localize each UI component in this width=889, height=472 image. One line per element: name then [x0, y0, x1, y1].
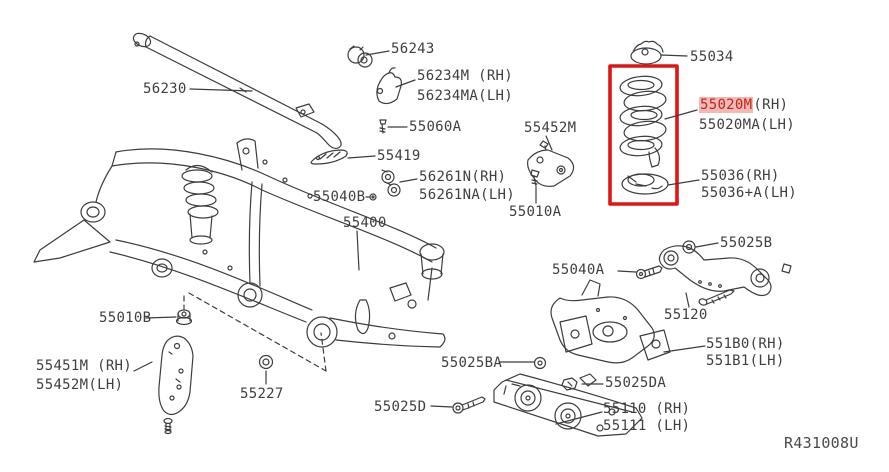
- member-55110-drawing: [493, 373, 643, 437]
- part-label-55400[interactable]: 55400: [343, 215, 387, 231]
- part-label-551B0[interactable]: 551B0(RH): [706, 336, 785, 352]
- part-label-55227[interactable]: 55227: [240, 386, 284, 402]
- part-label-55120[interactable]: 55120: [664, 307, 708, 323]
- part-label-55025B[interactable]: 55025B: [720, 235, 773, 251]
- part-label-55025BA[interactable]: 55025BA: [441, 355, 503, 371]
- part-label-55034[interactable]: 55034: [690, 49, 734, 65]
- lower-arm-551B0-drawing: [550, 279, 671, 364]
- bolt-cover-drawing: [163, 417, 173, 435]
- link-56261-drawing: [381, 169, 401, 197]
- part-label-55025DA[interactable]: 55025DA: [605, 375, 667, 391]
- washer-55025BA-drawing: [533, 356, 547, 370]
- leader-lines: [133, 50, 719, 425]
- cover-55451M-drawing: [158, 335, 194, 416]
- part-label-55040B[interactable]: 55040B: [313, 189, 366, 205]
- bracket-55419-drawing: [310, 149, 348, 165]
- bracket-56234-drawing: [376, 67, 402, 105]
- part-label-55419[interactable]: 55419: [377, 148, 421, 164]
- bolt-55040A-drawing: [635, 265, 663, 280]
- bolt-55010A-drawing: [530, 169, 540, 187]
- diagram-ref-code: R431008U: [784, 434, 859, 452]
- part-label-55040A[interactable]: 55040A: [552, 262, 605, 278]
- bolt-55040B-drawing: [369, 193, 377, 201]
- nut-55034-drawing: [630, 40, 664, 65]
- spring-seat-55036-drawing: [621, 173, 669, 195]
- part-label-55010A[interactable]: 55010A: [509, 204, 562, 220]
- part-label-56243[interactable]: 56243: [391, 41, 435, 57]
- part-label-55025D[interactable]: 55025D: [374, 399, 427, 415]
- clamp-56243-drawing: [347, 45, 373, 68]
- part-label-55452M[interactable]: 55452M: [524, 120, 577, 136]
- part-label-55111[interactable]: 55111 (LH): [603, 418, 691, 434]
- dashed-reference-lines: [183, 292, 327, 372]
- part-label-55036A[interactable]: 55036+A(LH): [701, 185, 798, 201]
- part-label-551B1[interactable]: 551B1(LH): [706, 353, 785, 369]
- subframe-55400-drawing: [33, 138, 446, 348]
- part-label-56261NA[interactable]: 56261NA(LH): [419, 187, 516, 203]
- part-label-55020MA[interactable]: 55020MA(LH): [699, 117, 796, 133]
- part-label-56234M[interactable]: 56234M (RH): [417, 68, 514, 84]
- part-label-56234MA[interactable]: 56234MA(LH): [417, 88, 514, 104]
- nut-55010B-drawing: [175, 309, 193, 326]
- nut-55227-drawing: [258, 354, 274, 370]
- selection-highlight-box: [608, 64, 679, 206]
- part-label-55036[interactable]: 55036(RH): [701, 168, 780, 184]
- part-label-55060A[interactable]: 55060A: [409, 119, 462, 135]
- part-label-55010B[interactable]: 55010B: [99, 310, 152, 326]
- nut-55025B-drawing: [682, 240, 696, 254]
- part-label-55451M[interactable]: 55451M (RH): [36, 358, 133, 374]
- part-label-55452M-LH[interactable]: 55452M(LH): [36, 377, 124, 393]
- part-label-56261N[interactable]: 56261N(RH): [419, 169, 507, 185]
- highlighted-part-number[interactable]: 55020M: [699, 97, 754, 113]
- bracket-55452M-drawing: [527, 140, 575, 187]
- part-label-55110[interactable]: 55110 (RH): [603, 401, 691, 417]
- coil-spring-55020-drawing: [619, 75, 667, 168]
- part-label-55020M[interactable]: 55020M(RH): [699, 97, 788, 113]
- part-side-suffix: (RH): [753, 97, 789, 113]
- part-label-56230[interactable]: 56230: [143, 81, 187, 97]
- bolt-55025D-drawing: [452, 396, 486, 414]
- bolt-55060A-drawing: [379, 119, 387, 134]
- upper-arm-55120-drawing: [658, 245, 792, 306]
